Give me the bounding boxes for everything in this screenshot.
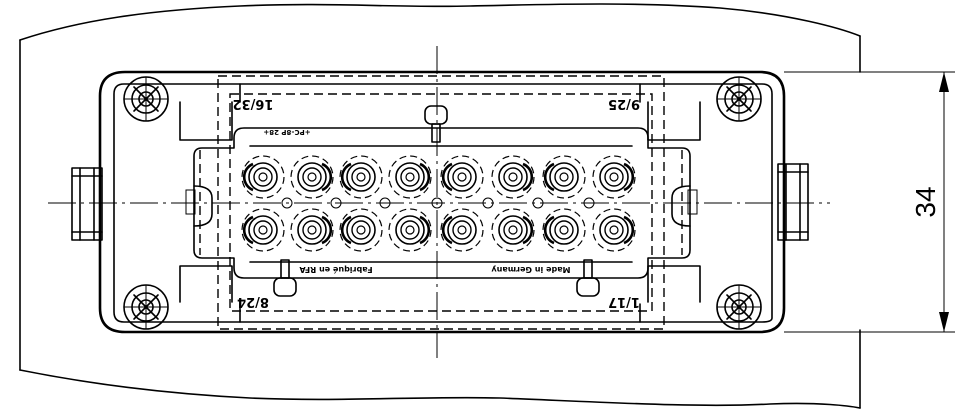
contact-cavity xyxy=(388,155,432,199)
contact-cavity xyxy=(440,155,484,199)
type-code-marking: +PC-8P 28+ xyxy=(263,128,310,136)
coding-pin-top xyxy=(424,105,448,143)
mounting-flange xyxy=(98,70,786,334)
contact-cavity xyxy=(440,208,484,252)
contact-array xyxy=(241,155,636,252)
coding-hole xyxy=(281,197,293,209)
contact-cavity xyxy=(388,208,432,252)
slot-label-top-right: 9/25 xyxy=(608,96,640,111)
contact-insert xyxy=(185,127,698,279)
right-latch xyxy=(777,163,809,241)
contact-cavity xyxy=(592,155,636,199)
left-latch xyxy=(71,167,103,241)
slot-label-bottom-left: 8/24 xyxy=(237,294,269,309)
contact-cavity xyxy=(290,208,334,252)
contact-cavity xyxy=(290,155,334,199)
coding-pin-bottom-left xyxy=(273,259,297,297)
contact-cavity xyxy=(241,208,285,252)
coding-pin-bottom-right xyxy=(576,259,600,297)
contact-cavity xyxy=(339,155,383,199)
corner-screw-bottom-left xyxy=(123,284,169,330)
housing-break-outline xyxy=(19,3,861,409)
contact-cavity xyxy=(241,155,285,199)
dimension-value: 34 xyxy=(910,186,941,217)
made-in-marking: Made in Germany xyxy=(491,265,571,274)
contact-cavity xyxy=(592,208,636,252)
fabrique-marking: Fabriqué en RFA xyxy=(299,265,373,275)
contact-cavity xyxy=(542,208,586,252)
corner-screw-top-right xyxy=(716,76,762,122)
corner-screw-top-left xyxy=(123,76,169,122)
corner-screw-bottom-right xyxy=(716,284,762,330)
height-dimension: 34 xyxy=(784,71,955,333)
slot-label-bottom-right: 1/17 xyxy=(608,294,640,309)
contact-cavity xyxy=(491,155,535,199)
contact-cavity xyxy=(491,208,535,252)
contact-cavity xyxy=(339,208,383,252)
centre-lines xyxy=(48,46,830,358)
contact-cavity xyxy=(542,155,586,199)
slot-label-top-left: 16/32 xyxy=(233,96,274,111)
